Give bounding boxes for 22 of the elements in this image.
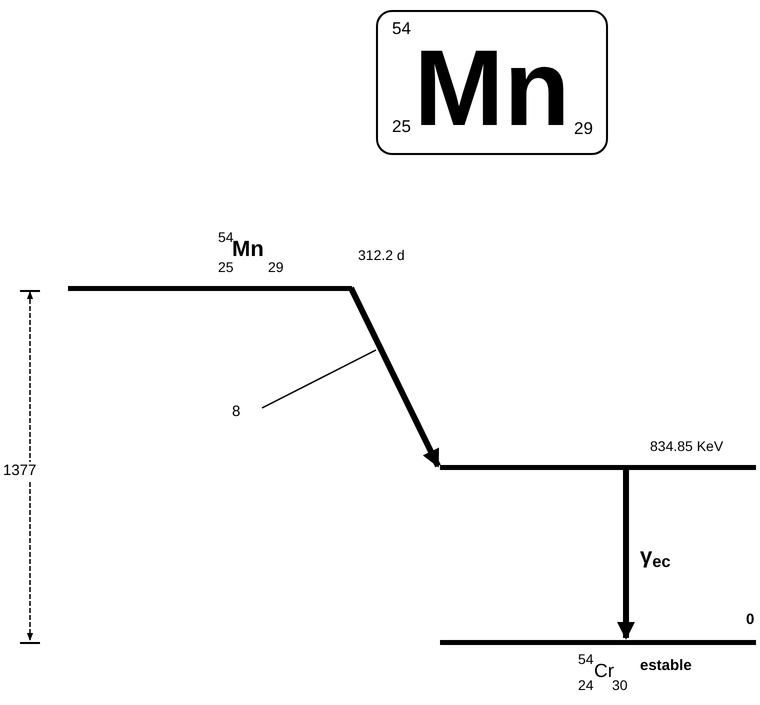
nuclide-number: 25 <box>218 260 234 274</box>
nuclide-number: 54 <box>218 230 234 244</box>
nuclide-number: 54 <box>578 652 594 666</box>
energy-label: 0 <box>746 612 754 627</box>
nuclide-number: 54 <box>392 20 411 37</box>
stability-label: estable <box>640 658 692 673</box>
element-symbol: Cr <box>594 662 614 681</box>
energy-label: 834.85 KeV <box>650 439 724 453</box>
nuclide-number: 24 <box>578 678 594 692</box>
nuclide-number: 29 <box>574 120 593 137</box>
leader-line <box>262 349 376 409</box>
element-card <box>376 10 608 155</box>
element-symbol: Mn <box>414 34 570 142</box>
dimension-label: 1377 <box>2 463 38 478</box>
callout-number: 8 <box>232 404 240 419</box>
nuclide-number: 25 <box>392 118 411 135</box>
transition-arrow <box>348 286 441 468</box>
element-symbol: Mn <box>232 238 264 260</box>
nuclide-number: 29 <box>268 260 284 274</box>
half-life-label: 312.2 d <box>358 248 405 262</box>
nuclide-number: 30 <box>612 678 628 692</box>
transition-arrow <box>617 469 635 640</box>
